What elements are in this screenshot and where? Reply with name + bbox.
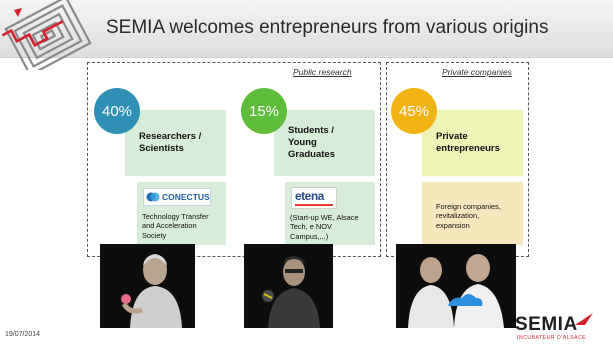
maze-logo-icon bbox=[1, 0, 92, 70]
person-image bbox=[100, 244, 195, 328]
semia-swoosh-icon bbox=[575, 313, 593, 325]
page-title: SEMIA welcomes entrepreneurs from variou… bbox=[106, 17, 549, 38]
photo-entrepreneurs bbox=[396, 244, 516, 328]
photo-researcher bbox=[100, 244, 195, 328]
category-students: Students / Young Graduates bbox=[274, 110, 375, 176]
slide-header: SEMIA welcomes entrepreneurs from variou… bbox=[0, 0, 613, 70]
people-image bbox=[396, 244, 516, 328]
private-companies-label: Private companies bbox=[442, 67, 512, 77]
category-researchers: Researchers / Scientists bbox=[125, 110, 226, 176]
public-research-group bbox=[87, 62, 381, 257]
slide-date: 19/07/2014 bbox=[5, 331, 41, 338]
private-detail-box: Foreign companies, revitalization, expan… bbox=[422, 182, 523, 245]
conectus-logo: Conectus bbox=[143, 188, 211, 206]
percent-badge-private: 45% bbox=[391, 88, 437, 134]
semia-logo: SEMIA INCUBATEUR D'ALSACE bbox=[515, 313, 605, 344]
percent-badge-researchers: 40% bbox=[94, 88, 140, 134]
partner-box-conectus: Conectus Technology Transfer and Acceler… bbox=[137, 182, 226, 245]
public-research-label: Public research bbox=[293, 67, 352, 77]
category-private: Private entrepreneurs bbox=[422, 110, 523, 176]
etena-logo: etena bbox=[291, 187, 337, 209]
partner-box-etena: etena (Start-up WE, Alsace Tech, e NOV C… bbox=[285, 182, 375, 245]
person-image bbox=[244, 244, 333, 328]
percent-badge-students: 15% bbox=[241, 88, 287, 134]
conectus-logo-icon bbox=[146, 192, 160, 202]
photo-student bbox=[244, 244, 333, 328]
